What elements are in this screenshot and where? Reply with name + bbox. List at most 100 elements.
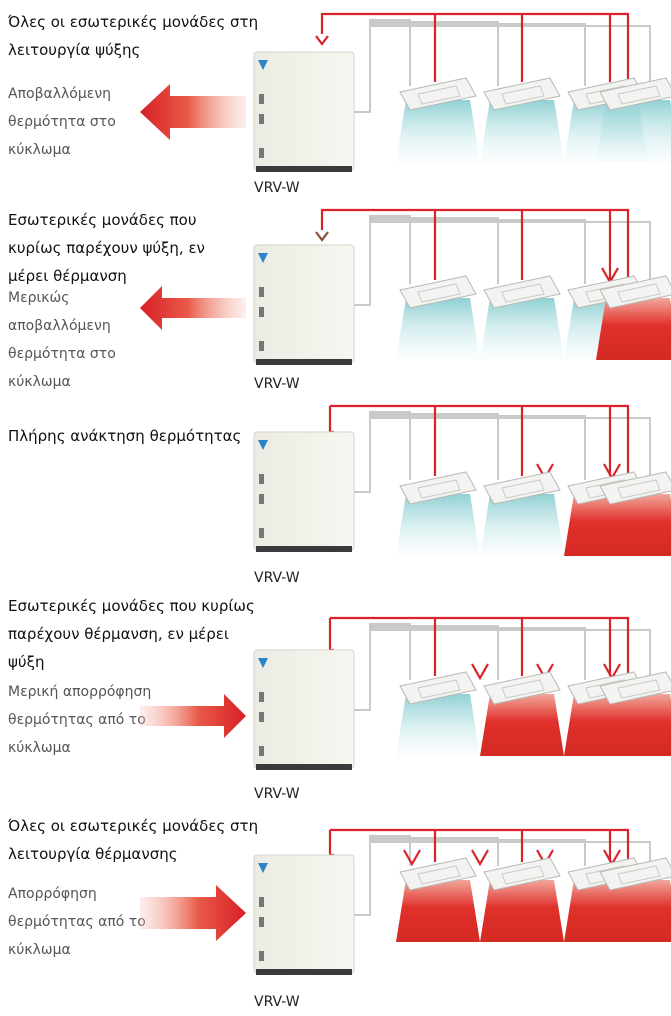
- outdoor-unit-base: [256, 359, 352, 365]
- unit-port: [259, 951, 264, 961]
- indoor-cassette-unit: [599, 471, 671, 505]
- heating-airflow: [596, 298, 671, 360]
- indoor-cassette-unit: [483, 671, 561, 705]
- heat-absorption-arrow: [140, 885, 246, 941]
- outdoor-unit-base: [256, 764, 352, 770]
- indoor-cassette-unit: [399, 77, 477, 111]
- pipe: [354, 623, 411, 711]
- refrigerant-loop: [330, 404, 630, 476]
- outdoor-unit-label: VRV-W: [254, 994, 300, 1010]
- cooling-airflow: [480, 298, 564, 360]
- unit-port: [259, 148, 264, 158]
- unit-port: [259, 917, 264, 927]
- indoor-cassette-unit: [399, 275, 477, 309]
- indoor-cassette-unit: [599, 857, 671, 891]
- cooling-airflow: [396, 298, 480, 360]
- unit-port: [259, 897, 264, 907]
- indoor-cassette-unit: [399, 857, 477, 891]
- outdoor-unit: [253, 854, 355, 974]
- flow-arrowhead: [315, 231, 329, 242]
- scenario-title: Όλες οι εσωτερικές μονάδες στη λειτουργί…: [8, 817, 259, 863]
- outdoor-unit-label: VRV-W: [254, 786, 300, 802]
- indoor-cassette-unit: [483, 857, 561, 891]
- scenario-title: Πλήρης ανάκτηση θερμότητας: [8, 427, 242, 445]
- cassette-grille: [501, 283, 545, 303]
- indoor-cassette-unit: [599, 671, 671, 705]
- indoor-cassette-unit: [483, 471, 561, 505]
- flow-arrowhead: [403, 849, 421, 867]
- pipe: [354, 411, 411, 493]
- refrigerant-loop: [328, 830, 334, 857]
- scenario-mainly-heating: Εσωτερικές μονάδες που κυρίως παρέχουν θ…: [0, 590, 671, 802]
- scenario-description: Μερικώς αποβαλλόμενη θερμότητα στο κύκλω…: [8, 290, 116, 390]
- unit-port: [259, 474, 264, 484]
- scenario-diagram-0: [140, 12, 671, 172]
- cassette-grille: [501, 865, 545, 885]
- scenario-description: Απορρόφηση θερμότητας από το κύκλωμα: [8, 886, 146, 958]
- cassette-grille: [417, 283, 461, 303]
- cooling-airflow: [396, 100, 480, 162]
- cooling-airflow: [396, 694, 480, 756]
- cassette-grille: [617, 865, 661, 885]
- cassette-grille: [617, 85, 661, 105]
- brand-logo-icon: [258, 253, 268, 263]
- cooling-airflow: [596, 100, 671, 162]
- pipe: [354, 841, 651, 916]
- unit-port: [259, 712, 264, 722]
- refrigerant-loop: [320, 12, 630, 82]
- cassette-grille: [501, 85, 545, 105]
- cooling-airflow: [480, 494, 564, 556]
- scenario-mainly-cooling: Εσωτερικές μονάδες που κυρίως παρέχουν ψ…: [0, 200, 671, 400]
- outdoor-unit-base: [256, 969, 352, 975]
- outdoor-unit: [253, 649, 355, 769]
- indoor-cassette-unit: [399, 471, 477, 505]
- scenario-all-heating: Όλες οι εσωτερικές μονάδες στη λειτουργί…: [0, 800, 671, 1016]
- unit-port: [259, 287, 264, 297]
- unit-port: [259, 307, 264, 317]
- heat-rejection-arrow: [140, 286, 246, 330]
- cassette-grille: [417, 865, 461, 885]
- scenario-full-heat-recovery: Πλήρης ανάκτηση θερμότητας VRV-W: [0, 400, 671, 600]
- unit-port: [259, 494, 264, 504]
- refrigerant-loop: [328, 406, 334, 434]
- cassette-grille: [617, 283, 661, 303]
- brand-logo-icon: [258, 658, 268, 668]
- refrigerant-loop: [330, 828, 630, 862]
- cooling-airflow: [480, 100, 564, 162]
- unit-port: [259, 692, 264, 702]
- brand-logo-icon: [258, 60, 268, 70]
- scenario-diagram-4: [140, 828, 671, 975]
- scenario-title: Εσωτερικές μονάδες που κυρίως παρέχουν ψ…: [8, 211, 205, 285]
- pipe: [354, 23, 586, 113]
- cassette-grille: [617, 679, 661, 699]
- outdoor-unit: [253, 51, 355, 171]
- cassette-grille: [501, 679, 545, 699]
- heating-airflow: [480, 694, 564, 756]
- scenario-title: Εσωτερικές μονάδες που κυρίως παρέχουν θ…: [8, 597, 255, 671]
- unit-port: [259, 341, 264, 351]
- refrigerant-loop: [328, 618, 334, 652]
- unit-port: [259, 746, 264, 756]
- heating-airflow: [596, 494, 671, 556]
- unit-port: [259, 114, 264, 124]
- heating-airflow: [596, 880, 671, 942]
- cassette-grille: [617, 479, 661, 499]
- pipe: [354, 221, 651, 306]
- indoor-cassette-unit: [599, 77, 671, 111]
- cooling-airflow: [396, 494, 480, 556]
- indoor-cassette-unit: [399, 671, 477, 705]
- outdoor-unit-label: VRV-W: [254, 570, 300, 586]
- cassette-grille: [501, 479, 545, 499]
- brand-logo-icon: [258, 440, 268, 450]
- cassette-grille: [417, 85, 461, 105]
- unit-port: [259, 528, 264, 538]
- outdoor-unit-base: [256, 166, 352, 172]
- heating-airflow: [596, 694, 671, 756]
- refrigerant-loop: [330, 616, 630, 676]
- heating-airflow: [396, 880, 480, 942]
- pipe: [354, 25, 651, 113]
- flow-arrowhead: [471, 663, 489, 681]
- indoor-cassette-unit: [483, 77, 561, 111]
- outdoor-unit-base: [256, 546, 352, 552]
- outdoor-unit-label: VRV-W: [254, 376, 300, 392]
